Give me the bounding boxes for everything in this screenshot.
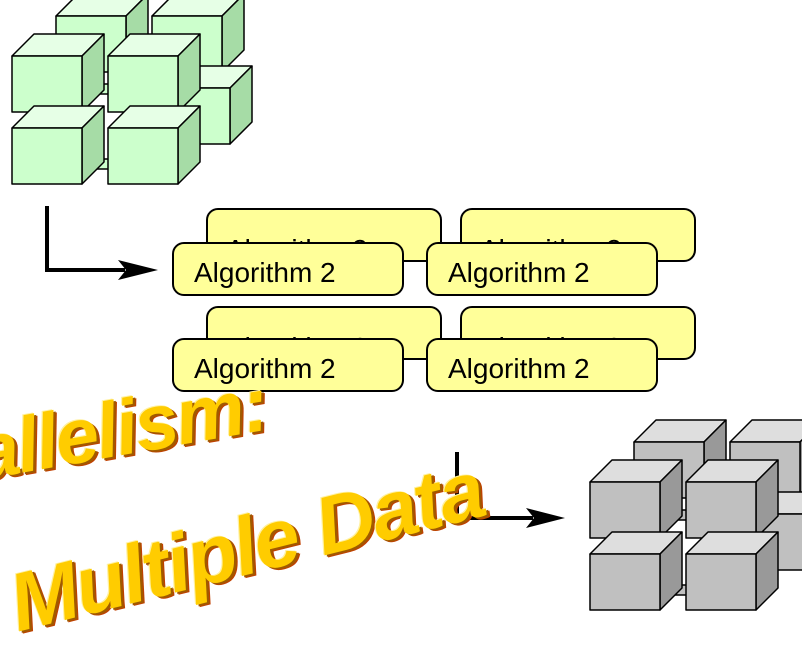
algorithm-box-front-top-right: Algorithm 2 — [426, 242, 658, 296]
input-cube-front-3 — [11, 105, 105, 185]
input-cube-front-4 — [107, 105, 201, 185]
algorithm-box-front-bottom-right: Algorithm 2 — [426, 338, 658, 392]
output-cube-front-1 — [589, 459, 683, 539]
output-cube-front-4 — [685, 531, 779, 611]
algorithm-box-front-bottom-left: Algorithm 2 — [172, 338, 404, 392]
arrow-input-to-algorithms — [45, 206, 158, 280]
input-cube-front-2 — [107, 33, 201, 113]
input-data-cubes — [11, 0, 802, 611]
output-cube-front-3 — [589, 531, 683, 611]
arrow-algorithms-to-output — [455, 452, 565, 528]
algorithm-box-front-top-left: Algorithm 2 — [172, 242, 404, 296]
input-cube-front-1 — [11, 33, 105, 113]
output-cube-front-2 — [685, 459, 779, 539]
